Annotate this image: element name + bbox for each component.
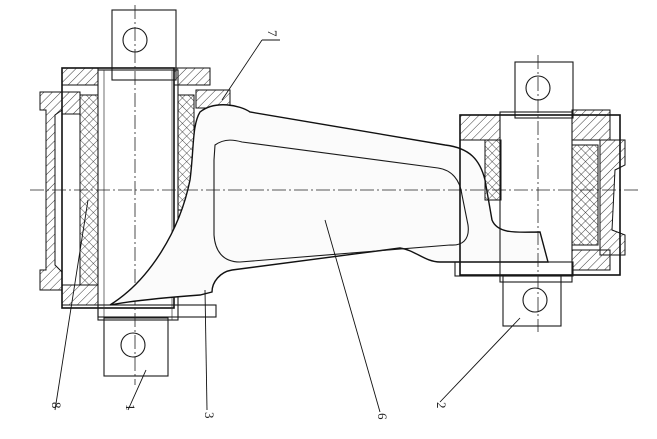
left-top-shaft bbox=[111, 9, 177, 81]
right-outer-wall bbox=[599, 139, 626, 256]
left-outer-wall bbox=[39, 91, 63, 291]
right-top-shaft bbox=[514, 61, 574, 119]
callout-8: 8 bbox=[49, 402, 64, 409]
right-lower-flange bbox=[454, 261, 574, 277]
right-housing bbox=[459, 114, 621, 276]
right-bottom-shaft bbox=[502, 275, 562, 327]
arm-body bbox=[30, 104, 640, 306]
right-liner bbox=[571, 144, 599, 246]
pin-circle-icon bbox=[522, 287, 548, 313]
left-bush-1 bbox=[61, 91, 81, 115]
right-joint bbox=[454, 55, 626, 332]
callout-3: 3 bbox=[202, 412, 217, 419]
left-flange-top-right bbox=[173, 67, 211, 86]
right-flange-right bbox=[571, 109, 611, 141]
left-kingpin bbox=[97, 69, 179, 321]
right-liner-left bbox=[484, 139, 502, 201]
arm-web bbox=[213, 139, 469, 263]
right-lower-bush bbox=[571, 249, 611, 271]
right-kingpin bbox=[499, 111, 573, 283]
leader-lines bbox=[54, 39, 521, 413]
left-flange-top bbox=[61, 67, 99, 86]
left-bottom-shaft bbox=[103, 317, 169, 377]
left-bush-2 bbox=[61, 284, 99, 306]
callout-7: 7 bbox=[265, 30, 280, 37]
left-lower-flange bbox=[97, 304, 217, 318]
callout-1: 1 bbox=[123, 404, 138, 411]
pin-circle-icon bbox=[120, 332, 146, 358]
right-flange-left bbox=[459, 114, 501, 141]
callout-2: 2 bbox=[434, 402, 449, 409]
arm-outline bbox=[109, 104, 549, 306]
callout-6: 6 bbox=[375, 413, 390, 420]
left-housing bbox=[61, 67, 175, 309]
